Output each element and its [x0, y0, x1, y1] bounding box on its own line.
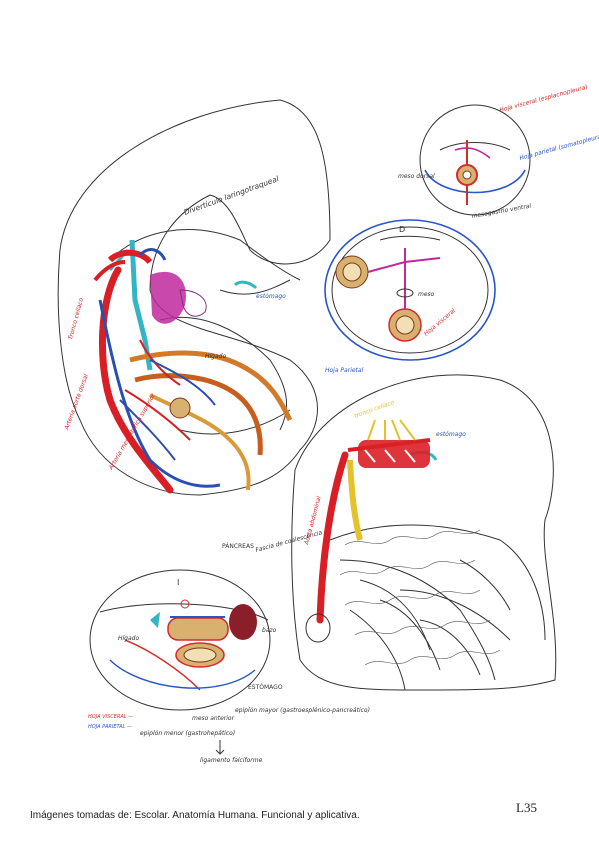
label-meso-dorsal: meso dorsal: [398, 173, 435, 180]
label-hoja-visceral-2: Hoja visceral: [423, 307, 457, 337]
section-mark-bottom: I: [177, 578, 179, 587]
label-ligamento: ligamento falciforme: [200, 757, 263, 764]
label-fascia: Fascia de coalescencia: [255, 529, 324, 554]
vitelline-duct-structure: [169, 397, 191, 419]
legend-parietal: HOJA PARIETAL —: [88, 724, 132, 730]
cross-section-bottom: I: [89, 569, 271, 711]
label-tronco-celiaco-2: tronco celíaco: [353, 399, 395, 420]
veins: [98, 248, 221, 488]
sagittal-abdomen: [291, 374, 557, 691]
label-meso: meso: [418, 291, 435, 298]
page-number: L35: [516, 800, 537, 815]
label-higado-bottom: Hígado: [118, 635, 139, 642]
label-estomago-top: estómago: [256, 293, 286, 300]
section-mark-top: D: [399, 225, 405, 234]
cross-section-small: [419, 104, 531, 216]
label-tronco-celiaco: Tronco celíaco: [67, 297, 85, 341]
label-hoja-visceral: Hoja visceral (esplacnopleura): [499, 84, 589, 114]
label-diverticulo: Divertículo laringotraqueal: [183, 174, 281, 217]
label-hoja-parietal: Hoja parietal (somatopleura): [519, 133, 599, 162]
label-epiplon-menor: epiplón menor (gastrohepático): [140, 730, 235, 737]
label-meso-ventral: mesogastrio ventral: [471, 203, 532, 220]
celiac-branches: [358, 419, 430, 468]
cross-section-medium: D: [324, 219, 496, 361]
footer-caption: Imágenes tomadas de: Escolar. Anatomía H…: [30, 810, 360, 821]
heart-bottom: [305, 613, 331, 643]
label-bazo: bazo: [262, 627, 277, 634]
label-estomago-bottom: ESTÓMAGO: [248, 684, 283, 691]
pointer-arrow: [215, 740, 225, 755]
embryo-sagittal-view: [57, 99, 331, 496]
label-epiplon-mayor: epiplón mayor (gastroesplénico-pancreáti…: [235, 707, 370, 714]
legend-visceral: HOJA VISCERAL —: [88, 714, 133, 720]
label-hoja-parietal-2: Hoja Parietal: [325, 367, 364, 374]
label-pancreas: PÁNCREAS: [222, 543, 254, 550]
intestine-mass-bottom: [339, 529, 501, 666]
label-higado-left: Hígado: [205, 353, 226, 360]
aorta-arteries: [93, 249, 174, 494]
stomach-top: [150, 271, 207, 324]
label-meso-anterior: meso anterior: [192, 715, 235, 722]
label-estomago-right: estómago: [436, 431, 466, 438]
